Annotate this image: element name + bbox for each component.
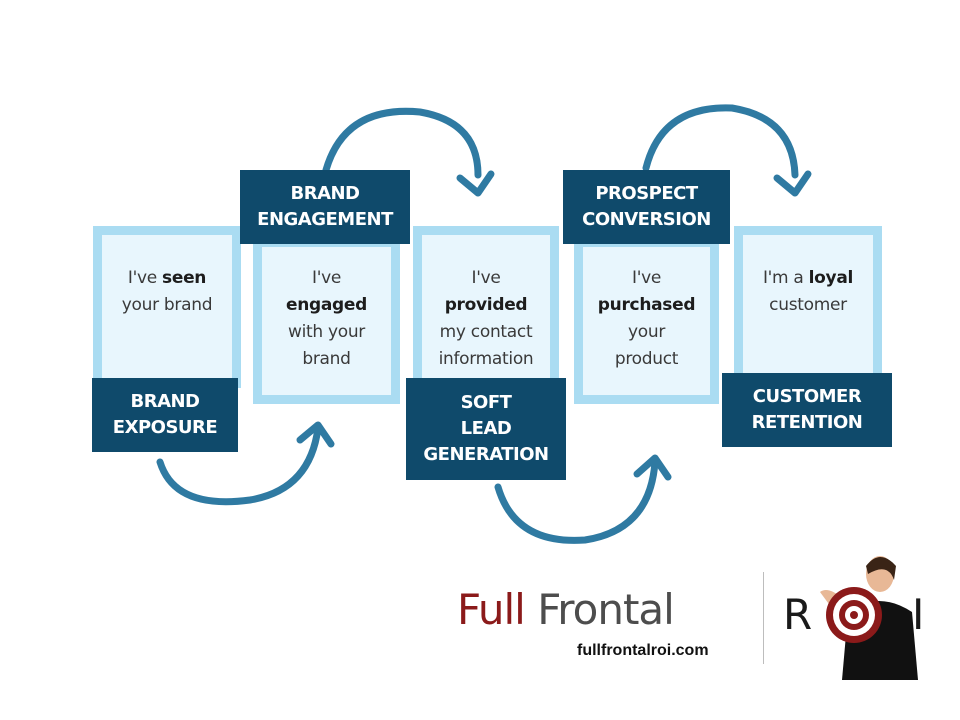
arrow-conversion-to-retention-head xyxy=(773,170,812,197)
roi-letter-r: R xyxy=(783,590,815,639)
logo-wordmark: Full Frontal xyxy=(457,585,675,634)
logo-divider xyxy=(763,572,764,664)
arrow-engagement-to-lead-head xyxy=(456,170,495,197)
arrow-exposure-to-engagement xyxy=(156,424,322,506)
card-engaged-brand: I've engaged with your brand xyxy=(253,238,400,404)
logo-url: fullfrontalroi.com xyxy=(577,642,709,659)
card-seen-brand-text: I've seen your brand xyxy=(121,268,213,315)
arrow-engagement-to-lead xyxy=(322,107,482,179)
bullseye-target-icon xyxy=(826,587,882,643)
card-provided-contact: I've provided my contact information xyxy=(413,226,559,388)
card-loyal-customer-text: I'm a loyal customer xyxy=(762,268,854,315)
card-engaged-brand-text: I've engaged with your brand xyxy=(285,268,368,369)
card-provided-contact-text: I've provided my contact information xyxy=(438,268,534,369)
card-seen-brand: I've seen your brand xyxy=(93,226,241,388)
arrow-conversion-to-retention xyxy=(642,104,799,179)
card-purchased-product-text: I've purchased your product xyxy=(597,268,696,369)
arrow-lead-to-conversion-head xyxy=(633,454,672,481)
card-loyal-customer: I'm a loyal customer xyxy=(734,226,882,388)
card-purchased-product: I've purchased your product xyxy=(574,238,719,404)
roi-letter-i: I xyxy=(912,590,925,639)
arrow-exposure-to-engagement-head xyxy=(296,421,335,448)
arrow-lead-to-conversion xyxy=(494,458,659,544)
